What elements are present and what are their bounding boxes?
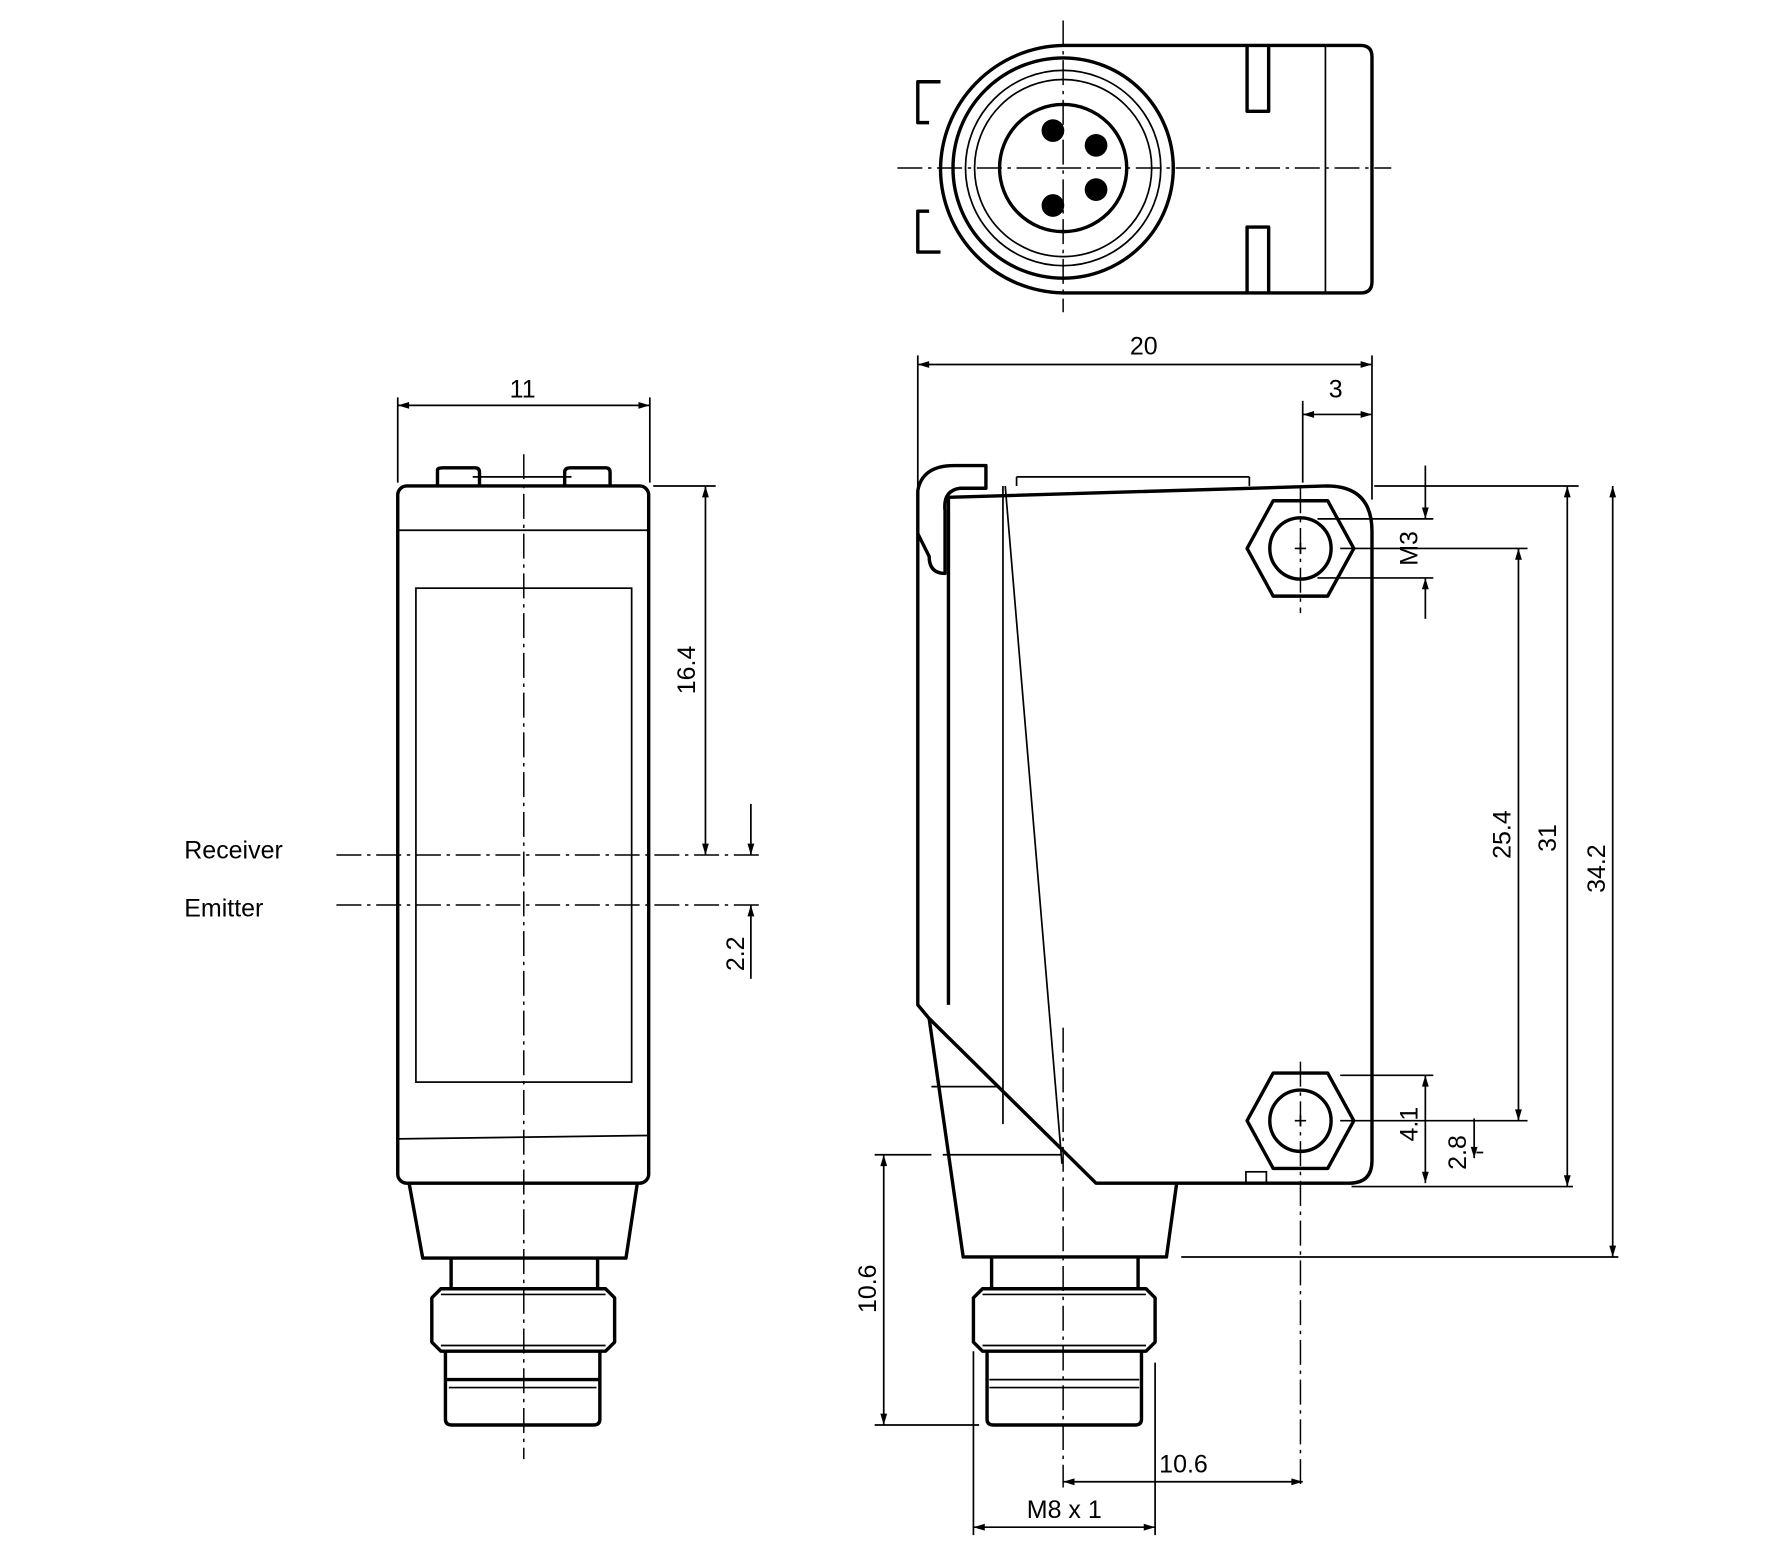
dim-m8-label: M8 x 1 — [1027, 1496, 1102, 1524]
dim-10-6-vertical-label: 10.6 — [854, 1264, 882, 1313]
emitter-label: Emitter — [184, 894, 263, 922]
side-view — [336, 454, 759, 1460]
dim-body-height — [1351, 485, 1579, 1188]
dim-hole-edge — [1301, 400, 1372, 483]
dim-hole-bottom — [1340, 1074, 1434, 1184]
dim-16-4-label: 16.4 — [673, 646, 701, 695]
dim-11-label: 11 — [510, 375, 536, 403]
dim-width-side — [396, 397, 651, 483]
dim-31-label: 31 — [1534, 824, 1562, 852]
pin-2 — [1084, 133, 1108, 157]
dim-10-6-horizontal-label: 10.6 — [1159, 1451, 1208, 1479]
dim-connector-thread — [972, 1351, 1156, 1536]
dim-hole-spacing — [1340, 547, 1528, 1122]
dim-receiver-height — [653, 485, 716, 856]
dim-connector-height — [874, 1153, 980, 1426]
end-view — [897, 20, 1392, 313]
dim-2-2-label: 2.2 — [722, 936, 750, 971]
dim-2-8-label: 2.8 — [1444, 1135, 1472, 1170]
receiver-label: Receiver — [184, 836, 283, 864]
dim-3-label: 3 — [1329, 375, 1343, 403]
pin-4 — [1041, 194, 1065, 217]
dim-width-front — [916, 355, 1373, 500]
dim-4-1-label: 4.1 — [1395, 1107, 1423, 1142]
dim-20-label: 20 — [1130, 332, 1158, 360]
pin-3 — [1084, 178, 1108, 201]
dim-34-2-label: 34.2 — [1583, 844, 1611, 893]
dim-total-height — [1181, 485, 1619, 1258]
dim-25-4-label: 25.4 — [1489, 810, 1517, 859]
dim-bottom-offset — [1470, 1118, 1484, 1159]
front-view — [916, 463, 1374, 1488]
pin-1 — [1041, 119, 1065, 142]
dim-thread-hole — [1317, 465, 1434, 619]
